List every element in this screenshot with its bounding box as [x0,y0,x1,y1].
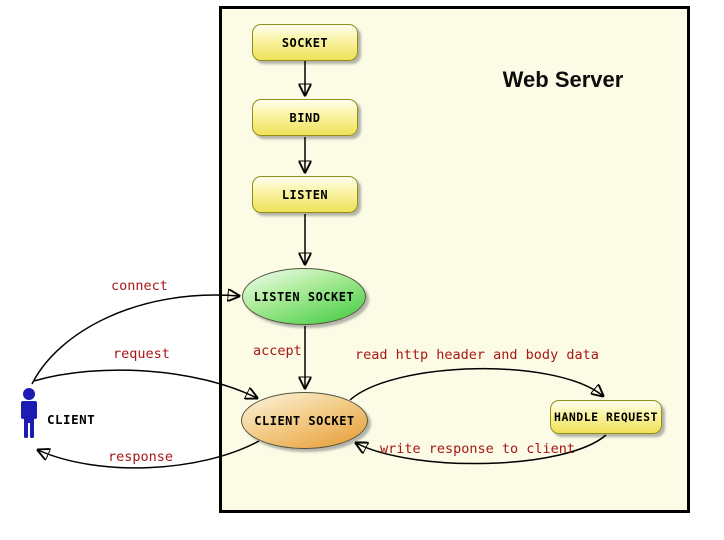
client-person-icon [21,388,37,438]
node-listen-socket: LISTEN SOCKET [242,268,366,325]
node-handle-request: HANDLE REQUEST [550,400,662,434]
node-handle-request-label: HANDLE REQUEST [554,410,658,424]
node-bind-label: BIND [289,110,321,125]
edge-label-connect: connect [111,278,168,294]
node-socket: SOCKET [252,24,358,61]
edge-label-accept: accept [253,343,302,359]
edge-label-request: request [113,346,170,362]
node-socket-label: SOCKET [281,35,329,50]
node-listen-label: LISTEN [281,187,329,202]
node-client-socket-label: CLIENT SOCKET [254,413,355,428]
edge-label-write: write response to client [380,441,576,457]
node-listen: LISTEN [252,176,358,213]
edge-label-read: read http header and body data [355,347,599,363]
node-bind: BIND [252,99,358,136]
node-listen-socket-label: LISTEN SOCKET [253,289,355,304]
edge-label-response: response [108,449,174,465]
node-client-socket: CLIENT SOCKET [241,392,368,449]
edge-connect [31,295,239,385]
web-server-title: Web Server [502,67,624,92]
client-actor-label: CLIENT [47,412,96,427]
